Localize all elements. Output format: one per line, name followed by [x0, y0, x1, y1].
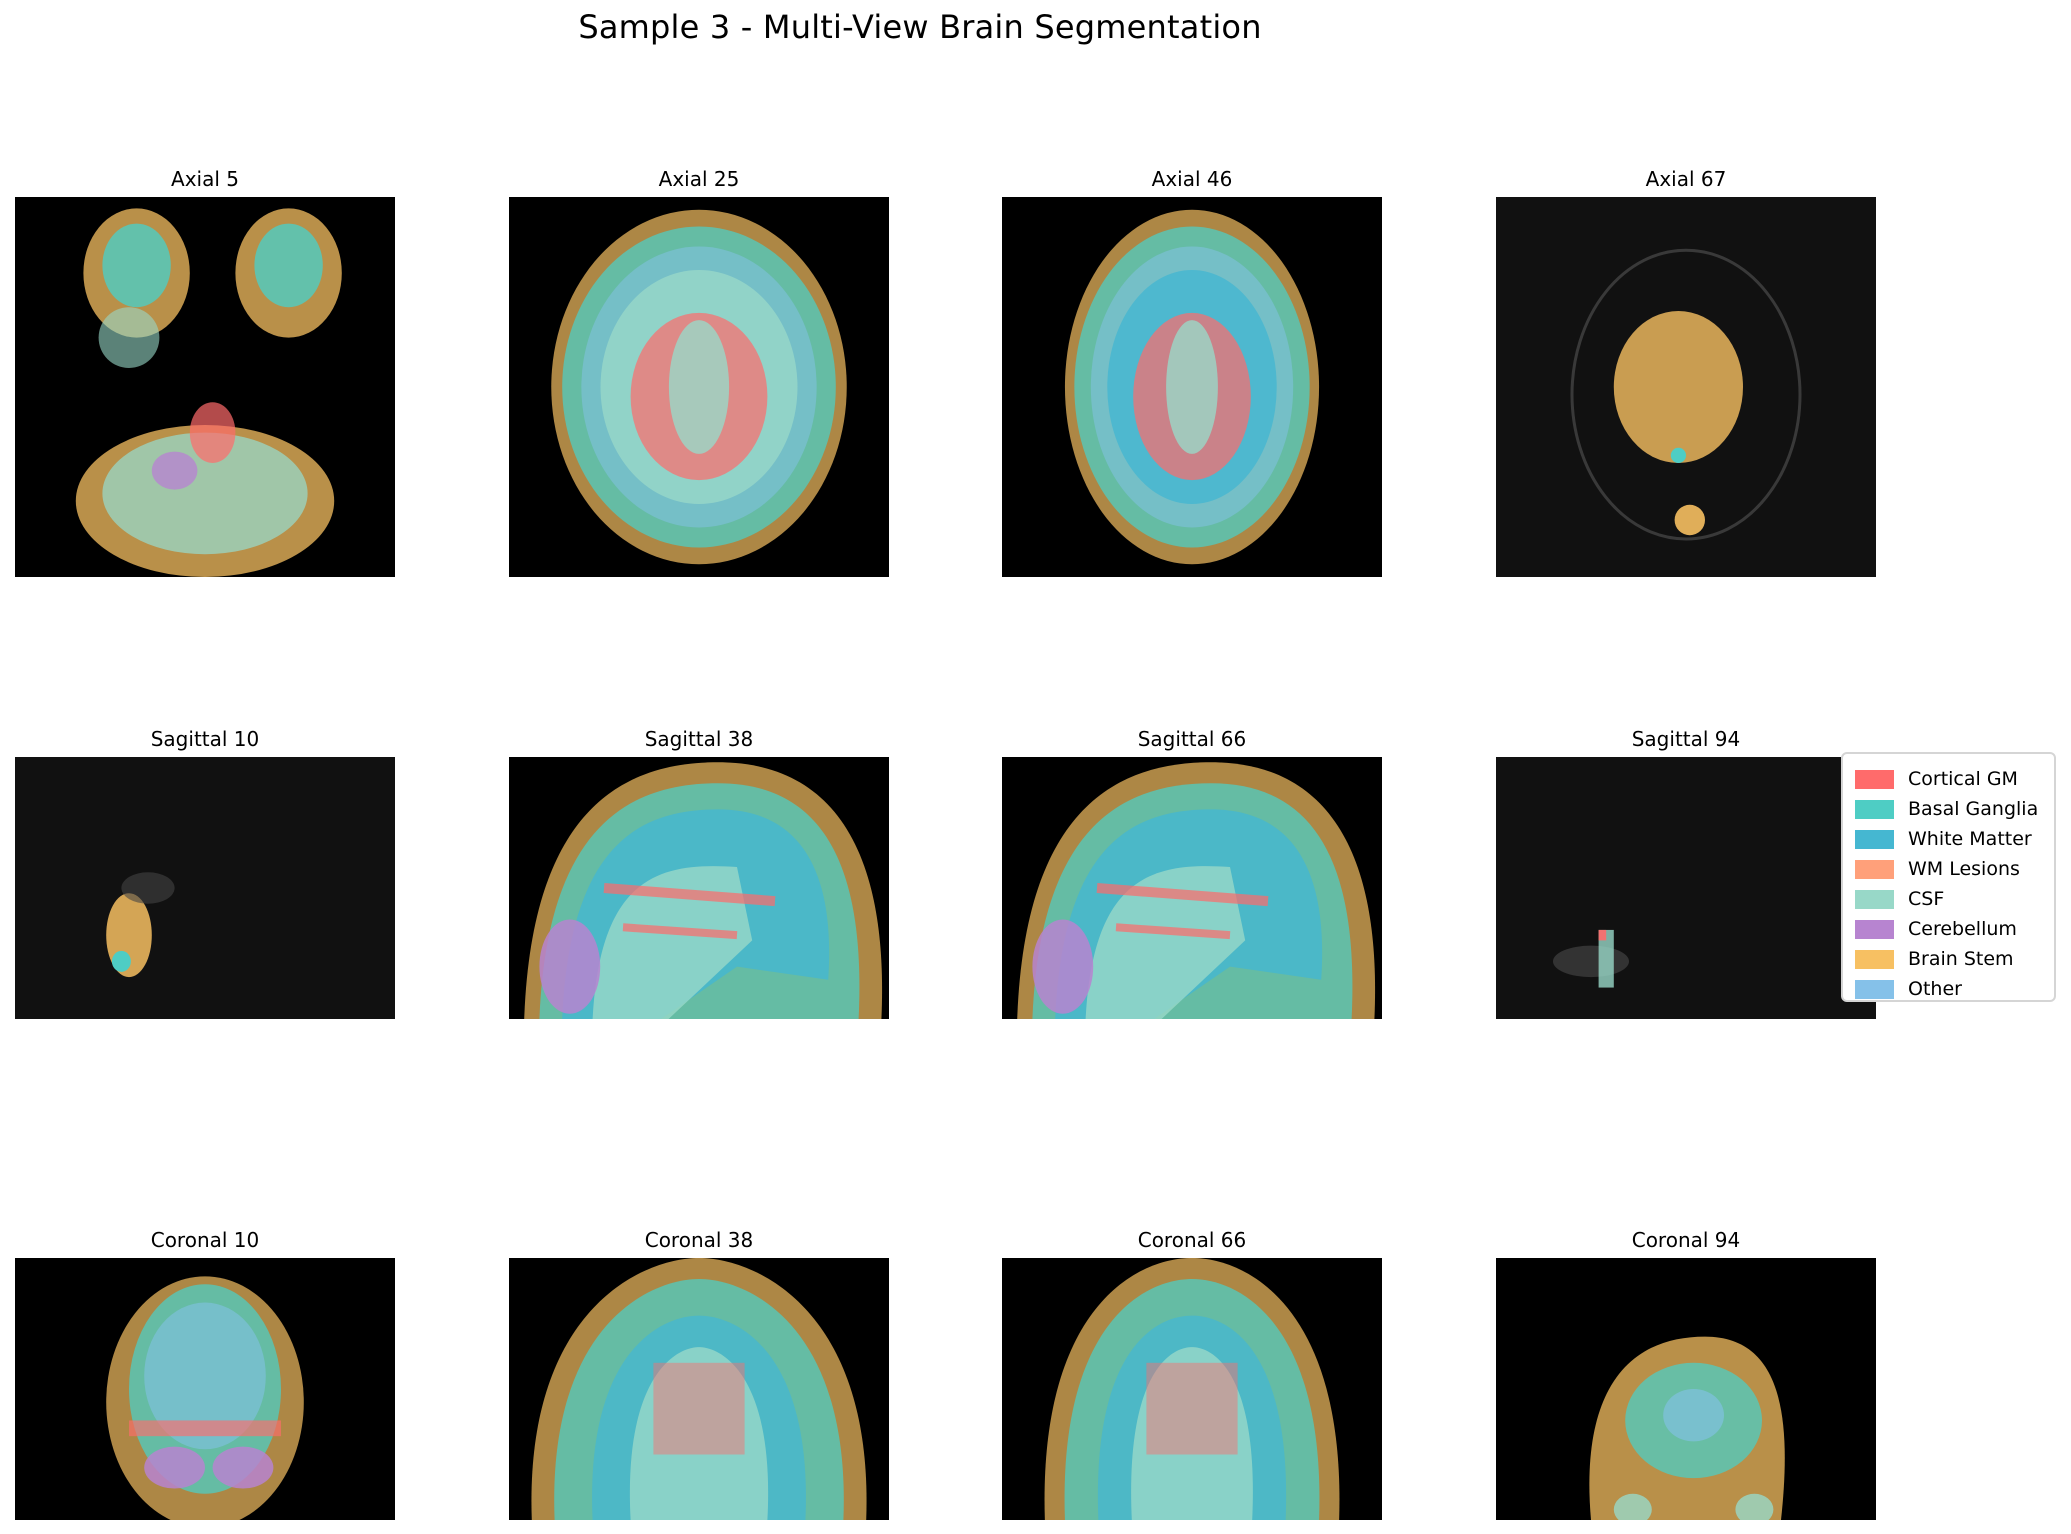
panel-title: Coronal 10 [150, 1228, 260, 1252]
legend-swatch [1855, 859, 1894, 879]
scan-panel: Axial 25 [509, 167, 889, 577]
legend-label: Other [1908, 978, 1962, 1000]
legend-label: CSF [1908, 888, 1945, 910]
legend-item: Cerebellum [1855, 916, 2017, 942]
panel-title: Sagittal 38 [644, 727, 754, 751]
panel-title: Axial 25 [658, 167, 740, 191]
legend-label: Cerebellum [1908, 918, 2017, 940]
legend-label: Cortical GM [1908, 768, 2018, 790]
segmentation-image [509, 757, 889, 1019]
scan-panel: Axial 67 [1496, 167, 1876, 577]
panel-title: Axial 46 [1151, 167, 1233, 191]
legend-item: Other [1855, 976, 1962, 1002]
scan-panel: Coronal 94 [1496, 1228, 1876, 1520]
legend-swatch [1855, 919, 1894, 939]
segmentation-image [1002, 757, 1382, 1019]
legend-item: Brain Stem [1855, 946, 2014, 972]
segmentation-image [1496, 197, 1876, 577]
legend-label: Basal Ganglia [1908, 798, 2039, 820]
panel-title: Coronal 66 [1137, 1228, 1247, 1252]
scan-panel: Sagittal 10 [15, 727, 395, 1019]
legend-swatch [1855, 829, 1894, 849]
legend-swatch [1855, 949, 1894, 969]
legend-item: Basal Ganglia [1855, 796, 2038, 822]
legend-label: Brain Stem [1908, 948, 2014, 970]
panel-title: Axial 5 [171, 167, 239, 191]
panel-title: Sagittal 94 [1631, 727, 1741, 751]
segmentation-image [1002, 1258, 1382, 1520]
segmentation-image [1002, 197, 1382, 577]
panel-title: Coronal 38 [644, 1228, 754, 1252]
legend-swatch [1855, 799, 1894, 819]
panel-title: Axial 67 [1645, 167, 1727, 191]
legend-item: CSF [1855, 886, 1944, 912]
segmentation-image [1496, 757, 1876, 1019]
scan-panel: Coronal 38 [509, 1228, 889, 1520]
scan-panel: Sagittal 38 [509, 727, 889, 1019]
scan-panel: Sagittal 94 [1496, 727, 1876, 1019]
panel-title: Coronal 94 [1631, 1228, 1741, 1252]
scan-panel: Axial 46 [1002, 167, 1382, 577]
legend-swatch [1855, 889, 1894, 909]
legend-item: WM Lesions [1855, 856, 2020, 882]
scan-panel: Coronal 66 [1002, 1228, 1382, 1520]
segmentation-image [509, 1258, 889, 1520]
legend-label: WM Lesions [1908, 858, 2020, 880]
panel-title: Sagittal 10 [150, 727, 260, 751]
legend-item: Cortical GM [1855, 766, 2018, 792]
figure-title: Sample 3 - Multi-View Brain Segmentation [578, 8, 1262, 46]
scan-panel: Coronal 10 [15, 1228, 395, 1520]
legend-swatch [1855, 979, 1894, 999]
segmentation-image [15, 757, 395, 1019]
legend-item: White Matter [1855, 826, 2032, 852]
scan-panel: Sagittal 66 [1002, 727, 1382, 1019]
segmentation-image [15, 1258, 395, 1520]
legend: Cortical GM Basal Ganglia White Matter W… [1841, 752, 2056, 1002]
scan-panel: Axial 5 [15, 167, 395, 577]
segmentation-image [1496, 1258, 1876, 1520]
segmentation-image [15, 197, 395, 577]
segmentation-image [509, 197, 889, 577]
legend-label: White Matter [1908, 828, 2032, 850]
panel-title: Sagittal 66 [1137, 727, 1247, 751]
legend-swatch [1855, 769, 1894, 789]
